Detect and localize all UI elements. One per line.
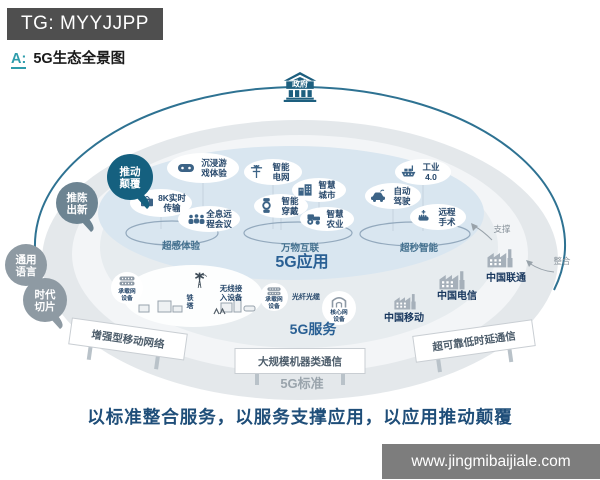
iot-group-ellipse — [243, 221, 353, 245]
svg-text:推动颠覆: 推动颠覆 — [119, 165, 141, 190]
svg-text:中国联通: 中国联通 — [486, 271, 526, 284]
watermark: www.jingmibaijiale.com — [382, 444, 600, 479]
group-ellipses — [125, 220, 471, 247]
standard-layer-label: 5G标准 — [280, 376, 323, 391]
tower-label: 铁塔 — [187, 293, 195, 310]
pill-immersive-gaming: 沉浸游戏体验 — [167, 153, 239, 183]
fiber-optic-label: 光纤光缆 — [291, 292, 320, 301]
svg-text:远程手术: 远程手术 — [438, 207, 456, 227]
government-label: 政府 — [292, 79, 308, 89]
bubble-era-slice: 时代切片 — [23, 278, 67, 329]
sense-group-ellipse — [125, 220, 219, 246]
sign-embb: 增强型移动网络 — [68, 317, 188, 370]
svg-text:智慧城市: 智慧城市 — [317, 180, 336, 200]
support-label: 支撑 — [493, 224, 511, 234]
pill-remote-surgery: 远程手术 — [410, 204, 466, 230]
svg-text:时代切片: 时代切片 — [35, 288, 56, 313]
pill-8k-transmission: 8K实时传输 — [130, 189, 192, 217]
pill-smart-wearable: 智能穿戴 — [254, 194, 308, 218]
government-building: 政府 — [283, 72, 317, 102]
bubble-disrupt: 推动颠覆 — [107, 154, 153, 209]
svg-text:智能电网: 智能电网 — [271, 162, 290, 182]
svg-text:承载网设备: 承载网设备 — [265, 295, 283, 310]
svg-text:核心网设备: 核心网设备 — [330, 308, 348, 323]
carrier-china-telecom: 中国电信 — [437, 271, 477, 302]
watch-icon — [262, 198, 271, 213]
sense-group-label: 超感体验 — [161, 240, 201, 252]
svg-text:承载网设备: 承载网设备 — [118, 287, 136, 302]
svg-text:智能穿戴: 智能穿戴 — [280, 196, 299, 216]
integrate-label: 整合 — [553, 256, 571, 266]
app-layer-label: 5G应用 — [275, 252, 328, 271]
svg-text:工业4.0: 工业4.0 — [422, 162, 440, 182]
sign-mmtc: 大规模机器类通信 — [234, 348, 366, 385]
svg-text:全息远程会议: 全息远程会议 — [205, 209, 232, 229]
service-layer-label: 5G服务 — [290, 321, 338, 337]
section-prefix: A: — [11, 51, 27, 69]
pill-holographic-meeting: 全息远程会议 — [178, 206, 240, 232]
header-tag: TG: MYYJJPP — [7, 8, 163, 40]
carrier-china-unicom: 中国联通 — [486, 249, 526, 284]
svg-text:智慧农业: 智慧农业 — [325, 209, 344, 229]
bearer-network-device-1: 承载网设备 — [111, 272, 143, 304]
svg-text:中国电信: 中国电信 — [437, 289, 477, 302]
support-connector: 支撑 — [471, 223, 511, 241]
bubble-innovate: 推陈出新 — [56, 182, 98, 232]
page-title: 5G生态全景图 — [33, 51, 126, 67]
core-network-device: 核心网设备 — [322, 291, 356, 325]
intelligence-group-label: 超秒智能 — [399, 242, 439, 254]
pill-smart-agriculture: 智慧农业 — [300, 207, 354, 231]
svg-text:推陈出新: 推陈出新 — [67, 191, 88, 216]
meeting-icon — [188, 214, 205, 224]
gamepad-icon — [178, 164, 194, 172]
wireless-access-label: 无线接入设备 — [219, 283, 243, 302]
iot-group-label: 万物互联 — [280, 242, 320, 254]
integrate-connector: 整合 — [526, 256, 571, 273]
section-label: A: 5G生态全景图 — [11, 47, 126, 69]
svg-text:中国移动: 中国移动 — [384, 311, 424, 324]
svg-text:通用语言: 通用语言 — [16, 254, 37, 278]
svg-text:大规模机器类通信: 大规模机器类通信 — [258, 355, 342, 368]
carrier-china-mobile: 中国移动 — [384, 294, 424, 324]
pill-smart-grid: 智能电网 — [244, 159, 302, 185]
svg-text:8K实时传输: 8K实时传输 — [158, 193, 186, 213]
tagline: 以标准整合服务，以服务支撑应用，以应用推动颠覆 — [87, 407, 513, 427]
city-illustration: 铁塔 无线接入设备 — [123, 265, 263, 327]
pill-autonomous-driving: 自动驾驶 — [365, 183, 421, 209]
svg-text:自动驾驶: 自动驾驶 — [393, 186, 411, 206]
pill-smart-city: 智慧城市 — [292, 178, 346, 202]
sign-urllc: 超可靠低时延通信 — [412, 319, 536, 373]
svg-text:沉浸游戏体验: 沉浸游戏体验 — [200, 158, 227, 178]
bearer-network-device-2: 承载网设备 — [260, 283, 288, 311]
